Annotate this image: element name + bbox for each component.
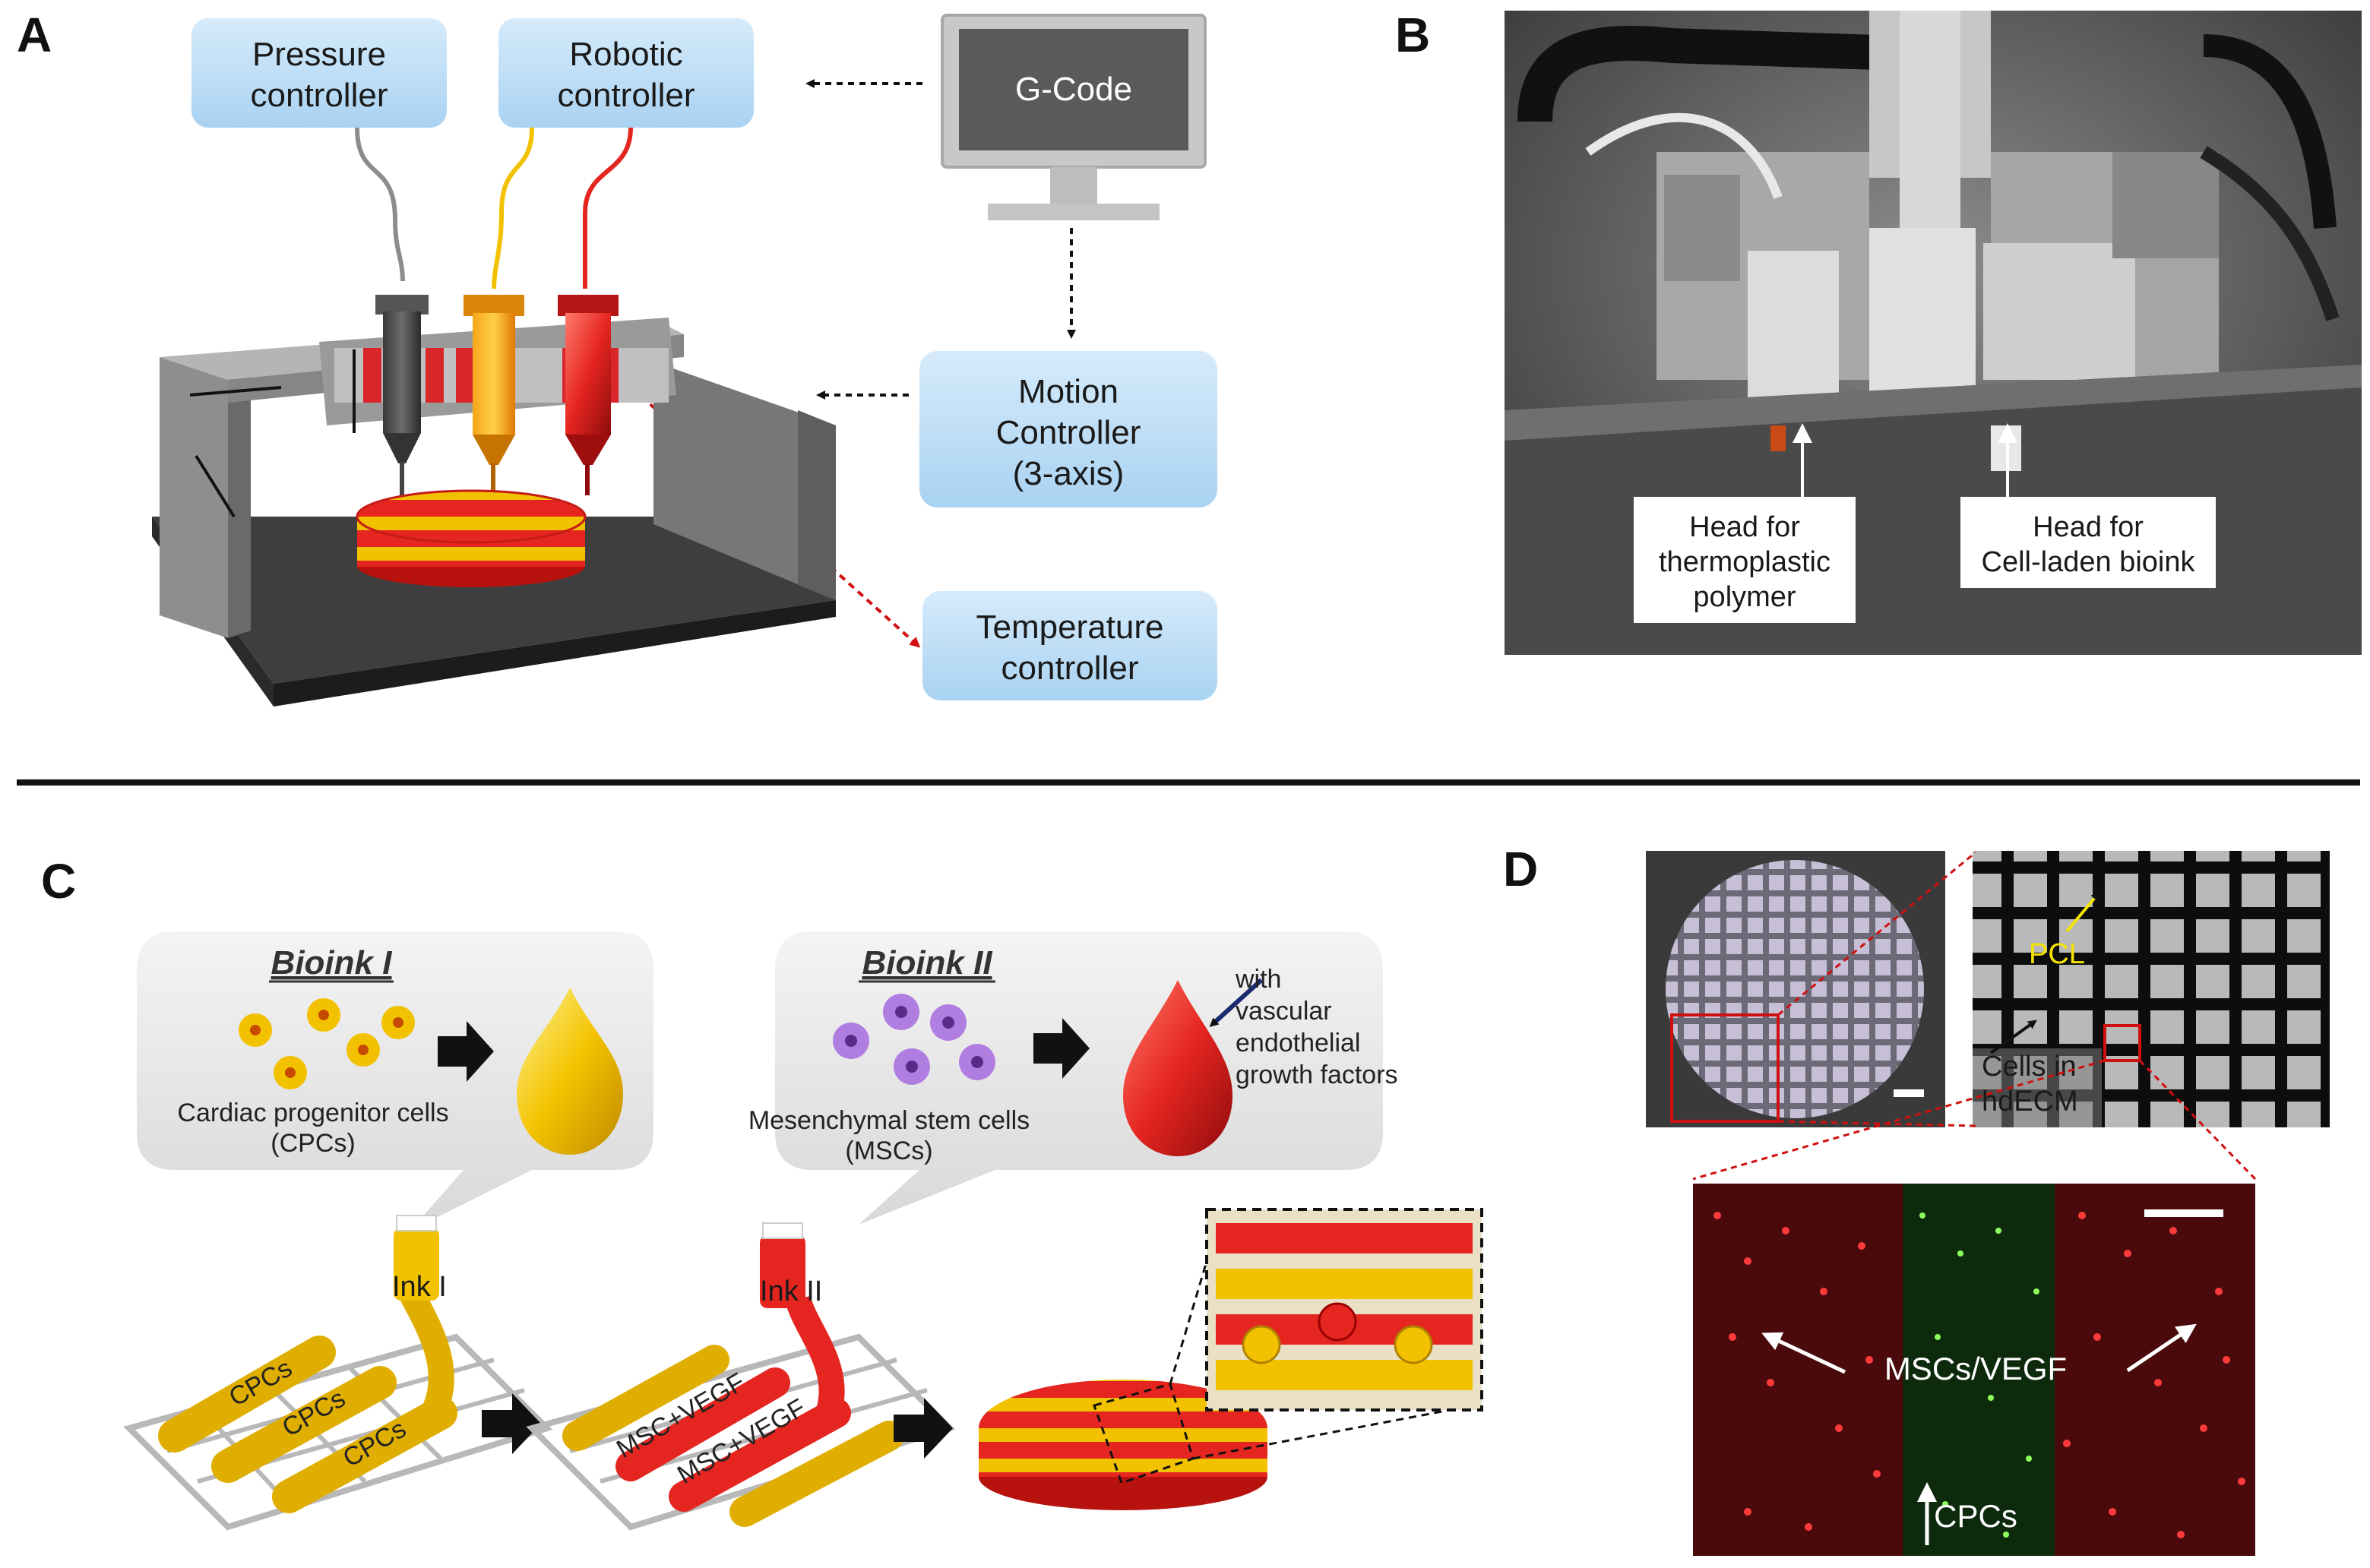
x-axis-arrow bbox=[189, 386, 282, 397]
panel-d: D PCL Cells in hdECM bbox=[1503, 842, 2330, 1556]
step-arrow-2 bbox=[894, 1398, 953, 1459]
temperature-controller-box bbox=[922, 591, 1217, 700]
robotic-controller-line2: controller bbox=[558, 77, 695, 114]
head-bioink-label-box bbox=[1960, 497, 2216, 588]
step-arrow-1 bbox=[482, 1393, 541, 1454]
step3-construct bbox=[979, 1208, 1483, 1510]
arrow-right-icon-2 bbox=[1033, 1018, 1090, 1079]
motion-controller-line3: (3-axis) bbox=[1013, 455, 1125, 492]
motion-controller-box bbox=[919, 351, 1217, 507]
bioink2-cells-line2: (MSCs) bbox=[845, 1136, 932, 1165]
printer-photo bbox=[1505, 11, 2362, 655]
robotic-controller-line1: Robotic bbox=[569, 36, 682, 73]
panel-letter-b: B bbox=[1395, 8, 1430, 62]
head-bioink-line2: Cell-laden bioink bbox=[1982, 546, 2196, 578]
growth-factors-line2: vascular bbox=[1236, 997, 1332, 1026]
panel-c: C Bioink I Cardiac progenitor cells (CPC… bbox=[41, 854, 1483, 1531]
pcl-label: PCL bbox=[2029, 938, 2085, 970]
pressure-controller-line2: controller bbox=[251, 77, 388, 114]
gold-droplet-icon bbox=[517, 988, 623, 1155]
head-thermoplastic-label-box bbox=[1634, 497, 1856, 623]
bioink2-cells-line1: Mesenchymal stem cells bbox=[748, 1106, 1030, 1135]
bioink1-cells-line2: (CPCs) bbox=[271, 1129, 355, 1158]
red-droplet-icon bbox=[1123, 980, 1232, 1156]
step1-illustration bbox=[123, 1215, 553, 1531]
bioink1-callout bbox=[137, 931, 653, 1231]
msc-vegf-label: MSCs/VEGF bbox=[1884, 1351, 2067, 1386]
panel-letter-a: A bbox=[17, 8, 52, 62]
motion-controller-line2: Controller bbox=[996, 414, 1141, 451]
pressure-controller-line1: Pressure bbox=[252, 36, 386, 73]
temperature-controller-line1: Temperature bbox=[976, 609, 1163, 646]
growth-factors-line3: endothelial bbox=[1236, 1029, 1360, 1057]
monitor-icon bbox=[941, 14, 1207, 220]
panel-letter-d: D bbox=[1503, 842, 1538, 896]
scaffold-micrograph bbox=[1646, 851, 1945, 1127]
cells-in-label: Cells in bbox=[1982, 1051, 2077, 1083]
panel-letter-c: C bbox=[41, 854, 76, 909]
head-thermoplastic-line3: polymer bbox=[1693, 581, 1796, 613]
panel-a: A Pressure controller Robotic controller… bbox=[17, 8, 1217, 707]
growth-factors-line1: with bbox=[1235, 965, 1281, 994]
temperature-controller-line2: controller bbox=[1001, 650, 1139, 687]
robotic-controller-box bbox=[498, 18, 754, 128]
panel-b: B bbox=[1395, 8, 2362, 655]
cpc-cells-icon bbox=[239, 998, 415, 1089]
arrow-right-icon bbox=[438, 1021, 494, 1082]
hdecm-label: hdECM bbox=[1982, 1086, 2078, 1118]
head-bioink-line1: Head for bbox=[2033, 511, 2144, 543]
gcode-label: G-Code bbox=[1015, 71, 1132, 108]
bioink2-title: Bioink II bbox=[862, 944, 992, 982]
growth-factors-line4: growth factors bbox=[1236, 1061, 1398, 1089]
motion-controller-line1: Motion bbox=[1018, 373, 1119, 410]
printer-illustration bbox=[152, 127, 836, 707]
ink2-label: Ink II bbox=[760, 1276, 822, 1307]
step2-illustration bbox=[526, 1222, 956, 1531]
ink1-label: Ink I bbox=[392, 1271, 447, 1303]
msc-cells-icon bbox=[833, 994, 995, 1085]
bioink1-title: Bioink I bbox=[271, 944, 393, 982]
head-thermoplastic-line2: thermoplastic bbox=[1659, 546, 1831, 578]
cpcs-label: CPCs bbox=[1934, 1498, 2017, 1534]
y-axis-arrow bbox=[195, 454, 236, 518]
fluorescence-micrograph bbox=[1693, 1184, 2255, 1556]
head-thermoplastic-line1: Head for bbox=[1689, 511, 1800, 543]
pressure-controller-box bbox=[191, 18, 447, 128]
bioink1-cells-line1: Cardiac progenitor cells bbox=[177, 1099, 448, 1127]
